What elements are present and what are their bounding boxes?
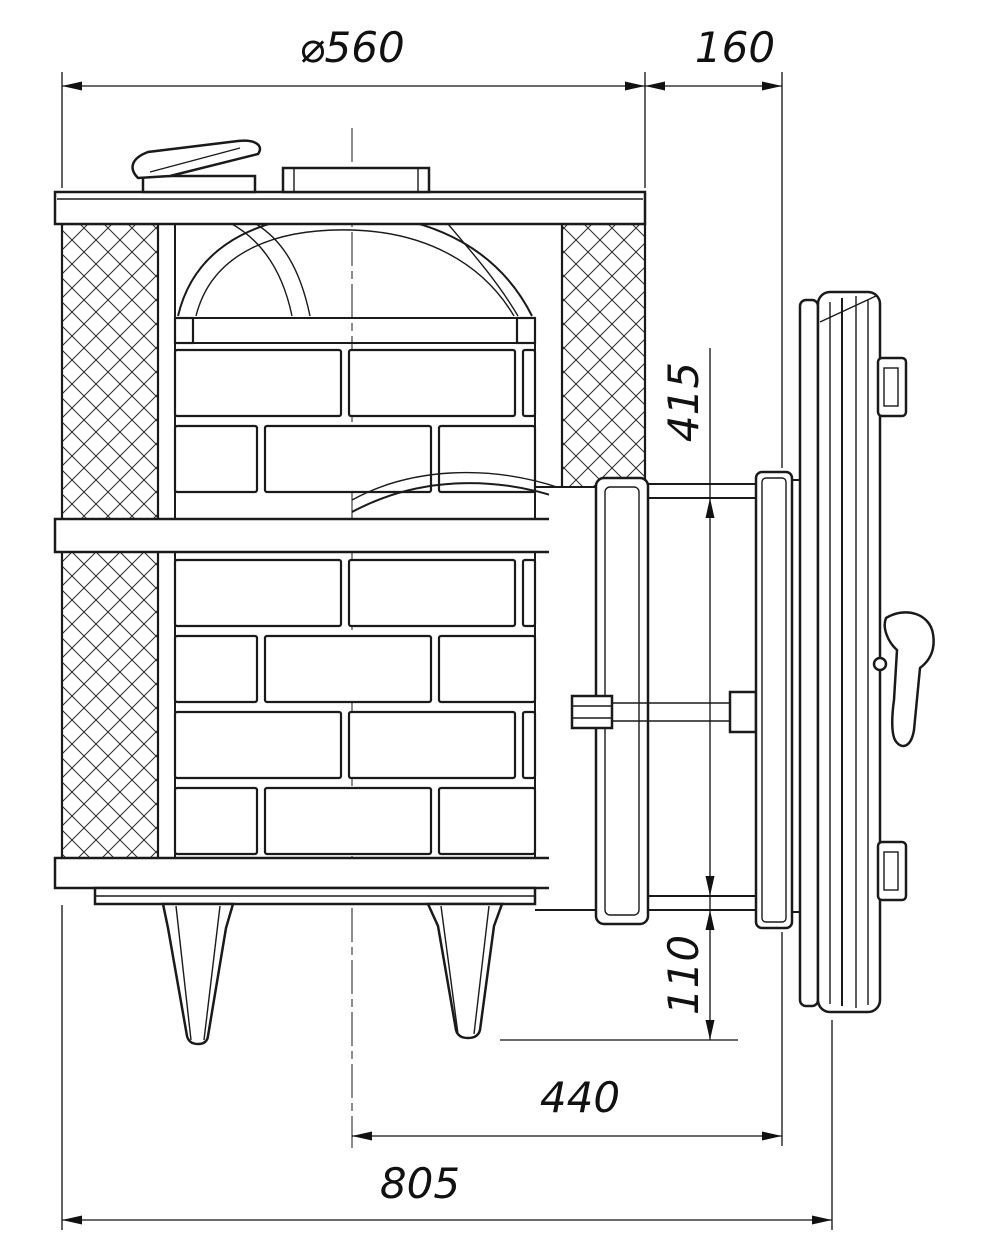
- dim-label-tunnel-length: 160: [695, 23, 775, 72]
- dim-label-center-to-front: 440: [540, 1073, 620, 1122]
- door-top-latch: [876, 356, 908, 418]
- top-plate: [53, 190, 647, 226]
- dimension-bottom-110: 110: [500, 896, 738, 1041]
- leg-right: [426, 902, 504, 1040]
- door-assembly: [798, 290, 935, 1014]
- handle-pivot: [872, 656, 888, 672]
- dim-label-opening-height: 415: [659, 362, 708, 442]
- brick-wall: [173, 348, 537, 856]
- middle-band: [53, 517, 647, 554]
- firebox-dome: [177, 212, 533, 317]
- bottom-plate: [53, 856, 647, 906]
- dim-label-bottom-offset: 110: [659, 935, 708, 1015]
- leg-left: [161, 902, 235, 1046]
- fire-tunnel: [535, 470, 804, 930]
- dim-label-overall-depth: 805: [380, 1159, 460, 1208]
- dimension-tunnel-160: 160: [645, 23, 783, 468]
- dimension-overall-805: 805: [61, 905, 833, 1230]
- dimension-center-440: 440: [352, 932, 783, 1146]
- chimney-collar: [281, 166, 431, 194]
- damper-lever: [131, 139, 262, 194]
- dimension-opening-415: 415: [659, 348, 715, 896]
- firebox-arch: [351, 471, 567, 513]
- dimension-diameter-560: ⌀560: [61, 23, 782, 188]
- dim-label-diameter: ⌀560: [299, 23, 404, 72]
- door-bottom-latch: [876, 840, 908, 902]
- door-handle: [883, 611, 935, 748]
- stone-shelf: [173, 316, 537, 345]
